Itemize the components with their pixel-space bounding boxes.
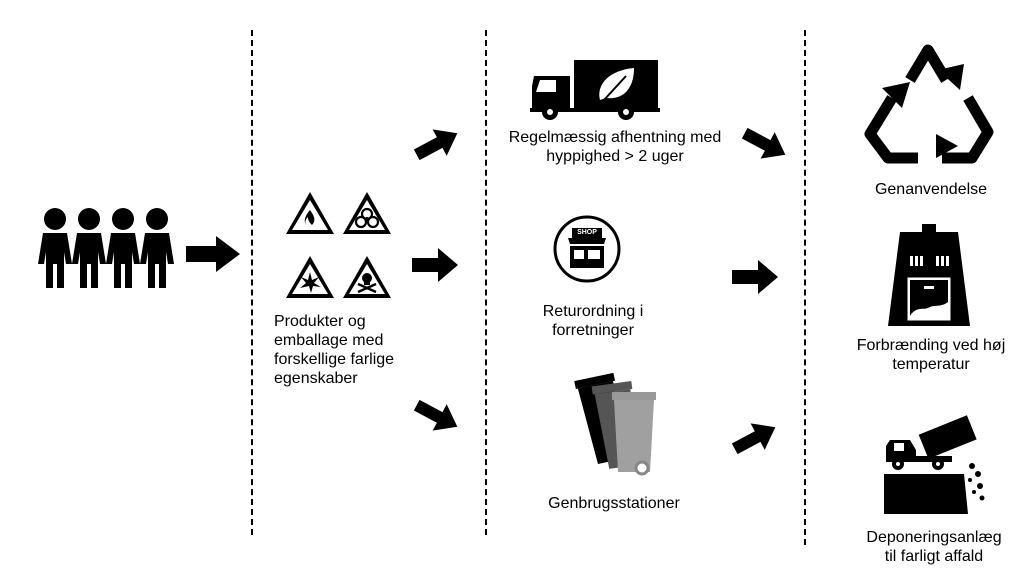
incineration-label-line: Forbrænding ved høj — [856, 337, 1006, 354]
arrow-down-right-icon — [741, 127, 786, 159]
return-label: Returordning i forretninger — [508, 302, 678, 340]
pickup-label-line: hyppighed > 2 uger — [546, 148, 684, 165]
divider-2 — [485, 30, 487, 535]
divider-3 — [804, 30, 806, 545]
toxic-hazard-icon — [343, 256, 391, 298]
people-icon — [38, 208, 174, 288]
incineration-label: Forbrænding ved høj temperatur — [836, 336, 1026, 374]
recycling-station-label: Genbrugsstationer — [548, 495, 680, 512]
incinerator-icon — [888, 224, 970, 326]
incineration-label-line: temperatur — [892, 356, 970, 373]
arrow-right-icon — [186, 236, 240, 272]
arrow-up-right-icon — [413, 129, 458, 161]
arrow-up-right-icon — [731, 423, 776, 455]
collection-truck-icon — [530, 60, 660, 120]
shop-icon — [553, 215, 621, 283]
pickup-label: Regelmæssig afhentning med hyppighed > 2… — [488, 128, 742, 166]
recycling-label: Genanvendelse — [874, 181, 988, 198]
explosive-hazard-icon — [286, 256, 334, 298]
waste-bins-icon — [574, 372, 656, 476]
products-label-line: Produkter og — [274, 313, 366, 330]
arrow-right-icon — [412, 248, 458, 282]
return-label-line: Returordning i — [542, 303, 644, 320]
flammable-hazard-icon — [286, 192, 334, 234]
shop-sign: SHOP — [577, 229, 597, 236]
landfill-label: Deponeringsanlæg til farligt affald — [836, 528, 1032, 566]
products-label: Produkter og emballage med forskellige f… — [274, 312, 394, 388]
landfill-label-line: til farligt affald — [884, 548, 984, 565]
arrow-down-right-icon — [413, 399, 458, 431]
landfill-dump-truck-icon — [884, 415, 985, 514]
products-label-line: emballage med — [274, 332, 384, 349]
arrow-right-icon — [732, 260, 778, 294]
products-label-line: egenskaber — [274, 370, 358, 387]
divider-1 — [251, 30, 253, 535]
biohazard-icon — [343, 192, 391, 234]
pickup-label-line: Regelmæssig afhentning med — [508, 129, 722, 146]
products-label-line: forskellige farlige — [274, 351, 395, 368]
landfill-label-line: Deponeringsanlæg — [866, 529, 1002, 546]
recycling-icon — [864, 44, 994, 164]
return-label-line: forretninger — [552, 322, 634, 339]
